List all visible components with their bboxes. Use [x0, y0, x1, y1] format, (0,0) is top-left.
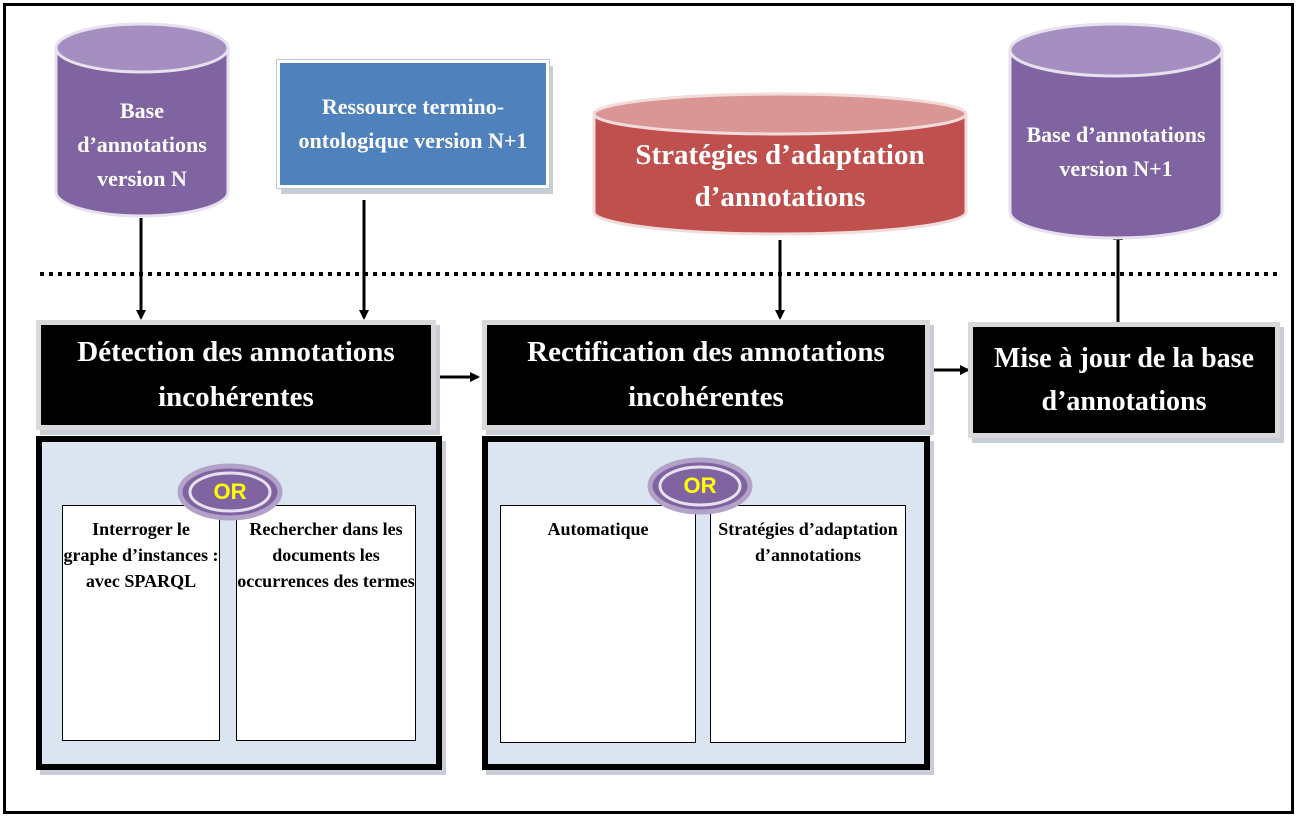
base-annotations-n1-label: Base d’annotations version N+1: [1026, 121, 1206, 181]
detection-or-badge: OR: [176, 462, 284, 522]
rectification-option-automatic: Automatique: [500, 505, 696, 743]
cylinder-shape: [592, 92, 968, 236]
rectification-or-badge: OR: [646, 456, 754, 516]
detection-methods-panel: Interroger le graphe d’instances : avec …: [36, 436, 442, 770]
detection-or-label: OR: [213, 479, 247, 504]
detection-option-documents: Rechercher dans les documents les occurr…: [236, 505, 416, 741]
detection-option-sparql: Interroger le graphe d’instances : avec …: [62, 505, 220, 741]
adaptation-strategies-label: Stratégies d’adaptation d’annotations: [635, 138, 925, 213]
base-annotations-n1-cylinder: Base d’annotations version N+1: [1006, 20, 1226, 242]
terminology-resource-box: Ressource termino-ontologique version N+…: [277, 60, 549, 188]
or-ellipse: [177, 463, 283, 521]
base-annotations-n-label: Base d’annotations version N: [77, 97, 207, 192]
rectification-option-strategies: Stratégies d’adaptation d’annotations: [710, 505, 906, 743]
cylinder-shape: [54, 22, 230, 218]
or-ellipse: [647, 457, 753, 515]
detection-process-box: Détection des annotations incohérentes: [36, 320, 436, 430]
adaptation-strategies-cylinder: Stratégies d’adaptation d’annotations: [590, 90, 970, 240]
diagram-frame: [3, 3, 1294, 814]
rectification-or-label: OR: [683, 473, 717, 498]
cylinder-shape: [1008, 22, 1224, 240]
base-annotations-n-cylinder: Base d’annotations version N: [52, 20, 232, 220]
update-process-box: Mise à jour de la base d’annotations: [968, 322, 1280, 438]
rectification-process-box: Rectification des annotations incohérent…: [482, 320, 930, 430]
rectification-methods-panel: Automatique Stratégies d’adaptation d’an…: [482, 436, 930, 770]
